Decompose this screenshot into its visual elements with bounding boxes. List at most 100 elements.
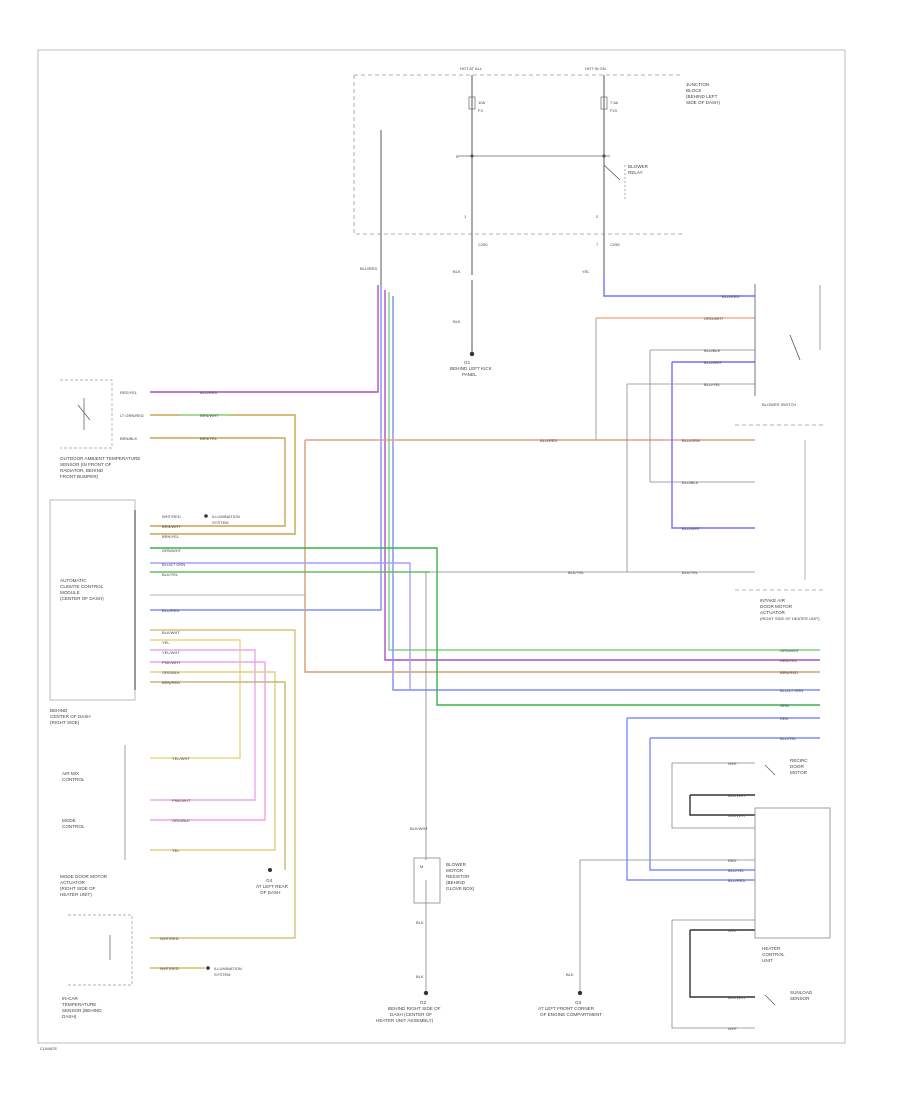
label-brn-wht: BRN/WHT <box>200 413 219 418</box>
pin-c: 2 <box>596 214 599 219</box>
label-wht-r2: WHT <box>728 928 738 933</box>
label-wht-r3: WHT <box>728 1026 738 1031</box>
label-blu-yel-r: BLU/YEL <box>728 868 745 873</box>
sensor-bottom-label: IN-CAR TEMPERATURE SENSOR (BEHIND DASH) <box>62 996 103 1019</box>
junction-block: HOT AT ALL HOT IN ON JUNCTION BLOCK (BEH… <box>353 66 720 377</box>
label-red-r: RED <box>728 858 737 863</box>
lower-left-motors: AIR MIX CONTROL MODE CONTROL YEL/WHT PNK… <box>60 745 289 1019</box>
climate-module: AUTOMATIC CLIMATE CONTROL MODULE (CENTER… <box>49 499 240 725</box>
fuse-right-amp: 7.5A <box>610 100 619 105</box>
temp-sensor-label: OUTDOOR AMBIENT TEMPERATURE SENSOR (IN F… <box>60 456 142 479</box>
relay-title: BLOWER RELAY <box>628 164 649 175</box>
label-blk-yel: BLK/YEL <box>568 570 585 575</box>
label-pnk-wht-l: PNK/WHT <box>172 798 191 803</box>
label-blu-red2: BLU/RED <box>722 294 739 299</box>
ground-g3: G3 AT LEFT FRONT CORNER OF ENGINE COMPAR… <box>538 1000 602 1017</box>
mode-door-label: MODE DOOR MOTOR ACTUATOR (RIGHT SIDE OF … <box>60 874 108 897</box>
label-blu-blk2: BLU/BLK <box>682 480 699 485</box>
label-blk-wht-r2: BLK/WHT <box>728 813 746 818</box>
label-pnk-wht-m: PNK/WHT <box>162 660 181 665</box>
label-grn-wht-m: GRN/WHT <box>162 548 182 553</box>
defrost-sub: (RIGHT SIDE OF HEATER UNIT) <box>760 616 820 621</box>
label-red: RED <box>780 716 789 721</box>
label-yel-wht-m: YEL/WHT <box>162 650 180 655</box>
wire-harness <box>150 130 820 1029</box>
label-org-wht: ORG/WHT <box>704 316 724 321</box>
label-wht-red-b: WHT/RED <box>160 936 179 941</box>
illum-sub: SYSTEM <box>212 520 228 525</box>
pin-b: 1 <box>464 214 467 219</box>
conn-left: C250 <box>478 242 488 247</box>
label-brn-red: BRN/RED <box>780 670 798 675</box>
label-blk-wht-r: BLK/WHT <box>728 793 746 798</box>
temp-sensor-block: RED/YEL LT GRN/RED BRN/BLK BLU/RED BRN/W… <box>60 379 219 479</box>
pin-a: 5 <box>456 154 459 159</box>
label-blu-blk: BLU/BLK <box>704 348 721 353</box>
defrost-label: INTAKE AIR DOOR MOTOR ACTUATOR <box>760 598 793 615</box>
label-yel-m: YEL <box>162 640 170 645</box>
label-blk-g3: BLK <box>566 972 574 977</box>
airmix-label: AIR MIX CONTROL <box>62 771 85 782</box>
blower-resistor: M BLK/WHT BLOWER MOTOR RESISTOR (BEHIND … <box>376 826 602 1023</box>
fuse-left-code: F3 <box>478 108 483 113</box>
module-label: AUTOMATIC CLIMATE CONTROL MODULE (CENTER… <box>60 578 104 601</box>
label-blu-yel: BLU/YEL <box>704 382 721 387</box>
illum-label-b: ILLUMINATION <box>214 966 242 971</box>
label-blu-yel2: BLU/YEL <box>780 736 797 741</box>
conn-right: C255 <box>610 242 620 247</box>
label-brn-yel: BRN/YEL <box>200 436 218 441</box>
label-blu-red-s: BLU/RED <box>200 390 217 395</box>
recirc-label: RECIRC DOOR MOTOR <box>790 758 809 775</box>
label-blu-ltgrn-m: BLU/LT GRN <box>162 562 185 567</box>
wire-blk-1: BLK <box>453 269 461 274</box>
label-grn-wht: GRN/WHT <box>780 648 800 653</box>
mode-label: MODE CONTROL <box>62 818 85 829</box>
label-blu-red-mid: BLU/RED <box>540 438 557 443</box>
fan-label: BLOWER MOTOR RESISTOR (BEHIND GLOVE BOX) <box>446 862 475 891</box>
label-blu-wht: BLU/WHT <box>704 360 723 365</box>
label-blk-wht-c: BLK/WHT <box>410 826 428 831</box>
diagram-frame <box>37 49 846 1044</box>
fuse-left-amp: 10A <box>478 100 485 105</box>
label-wht-red-b2: WHT/RED <box>160 966 179 971</box>
fuse-right-label: HOT IN ON <box>585 66 606 71</box>
label-blk-yel-m: BLK/YEL <box>162 572 179 577</box>
label-brn-wht-m: BRN/WHT <box>162 524 181 529</box>
label-blu-red-m: BLU/RED <box>162 608 179 613</box>
heater-unit: HEATER CONTROL UNIT RECIRC DOOR MOTOR SU… <box>728 758 831 1031</box>
label-grn: GRN <box>780 703 789 708</box>
wire-yel: YEL <box>582 269 590 274</box>
illum-sub-b: SYSTEM <box>214 972 230 977</box>
blower-switch-block: BLOWER SWITCH INTAKE AIR DOOR MOTOR ACTU… <box>735 284 825 621</box>
label-org-blk-l: ORG/BLK <box>172 818 190 823</box>
module-sub: BEHIND CENTER OF DASH (RIGHT SIDE) <box>50 708 92 725</box>
label-blk-c1: BLK <box>416 920 424 925</box>
heater-sub: HEATER CONTROL UNIT <box>762 946 786 963</box>
label-blk-yel2: BLK/YEL <box>682 570 699 575</box>
label-yel-l: YEL <box>172 848 180 853</box>
label-blu-wht2: BLU/WHT <box>682 526 701 531</box>
pin-d: 7 <box>596 242 599 247</box>
label-brn-red-m: BRN/RED <box>162 680 180 685</box>
illum-label: ILLUMINATION <box>212 514 240 519</box>
blower-switch-label: BLOWER SWITCH <box>762 402 796 407</box>
block-title: JUNCTION BLOCK (BEHIND LEFT SIDE OF DASH… <box>686 82 720 105</box>
label-yel-wht-l1: YEL/WHT <box>172 756 190 761</box>
label-wht-r: WHT <box>728 761 738 766</box>
blower-res-lbl-a: M <box>420 864 423 869</box>
label-blk-wht-r3: BLK/WHT <box>728 995 746 1000</box>
wire-blk-2: BLK <box>453 319 461 324</box>
bottom-tag: CLIMATE <box>40 1046 57 1051</box>
fuse-left-label: HOT AT ALL <box>460 66 483 71</box>
label-red-yel-s: RED/YEL <box>120 390 138 395</box>
label-blk-wht-m: BLK/WHT <box>162 630 180 635</box>
label-blu-ltgrn: BLU/LT GRN <box>780 688 803 693</box>
label-wht-red: WHT/RED <box>162 514 181 519</box>
sunlight-label: SUNLOAD SENSOR <box>790 990 814 1001</box>
label-brn-blk: BRN/BLK <box>120 436 137 441</box>
label-blu-red-top: BLU/RED <box>360 266 377 271</box>
label-lt-grn-red: LT GRN/RED <box>120 413 144 418</box>
label-blu-red-r: BLU/RED <box>728 878 745 883</box>
ground-g2: G2 BEHIND RIGHT SIDE OF DASH (CENTER OF … <box>376 1000 442 1023</box>
